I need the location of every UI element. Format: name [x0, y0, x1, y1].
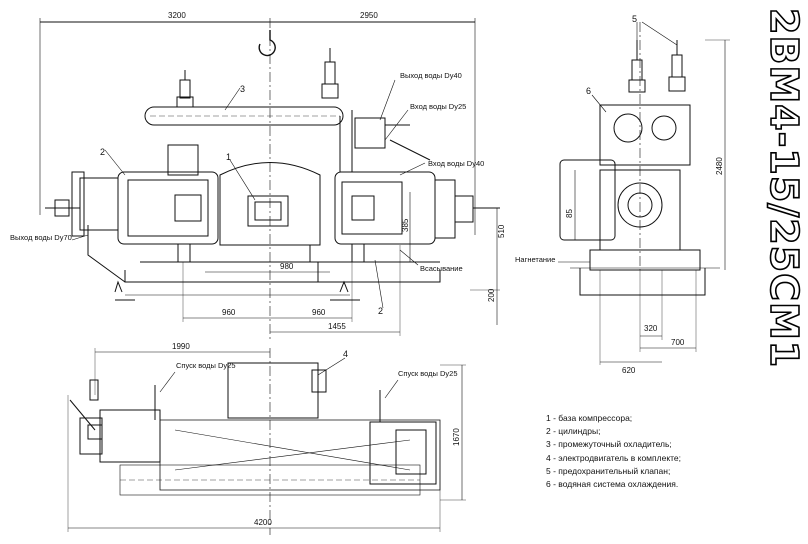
dim-top-1: 1990 [172, 342, 190, 351]
legend-item: 1 - база компрессора; [546, 413, 633, 423]
legend-item: 3 - промежуточный охладитель; [546, 439, 672, 450]
callout-6: 6 [586, 86, 591, 96]
dim-side-3: 320 [644, 324, 658, 333]
label-drain-2: Спуск воды Dy25 [398, 369, 458, 378]
legend: 1 - база компрессора; 2 - цилиндры; 3 - … [546, 412, 756, 491]
dim-front-1: 3200 [168, 11, 186, 20]
dim-side-4: 700 [671, 338, 685, 347]
callout-1: 1 [226, 152, 231, 162]
legend-item: 5 - предохранительный клапан; [546, 465, 671, 476]
dim-front-3: 980 [280, 262, 294, 271]
label-water-out-dy40: Выход воды Dy40 [400, 71, 462, 80]
legend-item: 2 - цилиндры; [546, 426, 601, 437]
dim-top-2: 4200 [254, 518, 272, 527]
dim-front-4: 960 [222, 308, 236, 317]
label-water-out-dy70: Выход воды Dy70 [10, 233, 72, 242]
label-drain-1: Спуск воды Dy25 [176, 361, 236, 370]
label-suction: Всасывание [420, 264, 463, 273]
dim-side-2: 85 [565, 209, 574, 218]
dim-front-8: 385 [401, 218, 410, 232]
label-water-in-dy40: Вход воды Dy40 [428, 159, 484, 168]
dim-front-7: 510 [497, 224, 506, 238]
legend-item: 6 - водяная система охлаждения. [546, 479, 679, 490]
dim-front-9: 200 [487, 288, 496, 302]
dim-side-5: 620 [622, 366, 636, 375]
callout-5: 5 [632, 14, 637, 24]
side-view [558, 21, 730, 365]
label-discharge: Нагнетание [515, 255, 555, 264]
dim-side-1: 2480 [715, 157, 724, 175]
dim-top-3: 1670 [452, 428, 461, 446]
callout-3: 3 [240, 84, 245, 94]
dim-front-6: 1455 [328, 322, 346, 331]
label-water-in-dy25: Вход воды Dy25 [410, 102, 466, 111]
callout-4: 4 [343, 349, 348, 359]
callout-2b: 2 [378, 306, 383, 316]
callout-2: 2 [100, 147, 105, 157]
dim-front-2: 2950 [360, 11, 378, 20]
front-view [39, 18, 500, 340]
legend-item: 4 - электродвигатель в комплекте; [546, 452, 682, 463]
model-title: 2ВМ4-15/25СМ1 [761, 7, 807, 369]
top-view [67, 348, 466, 535]
dim-front-5: 960 [312, 308, 326, 317]
